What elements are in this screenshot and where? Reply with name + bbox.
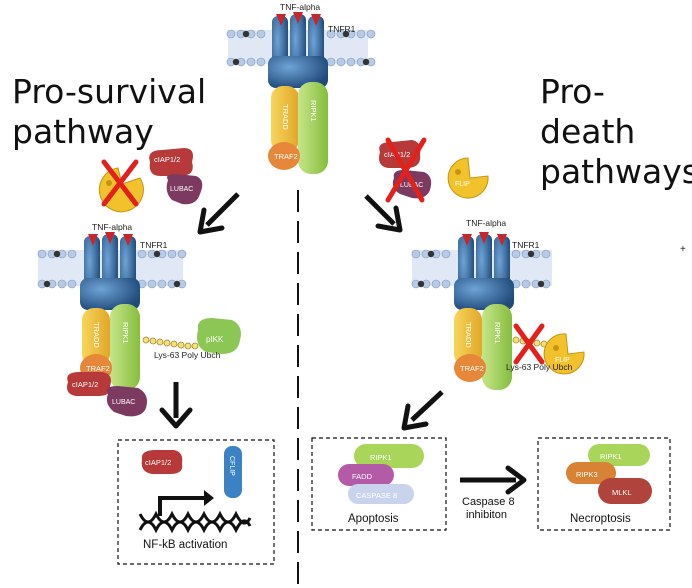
tnfr1-receptor-right xyxy=(454,234,514,310)
mlkl-label: MLKL xyxy=(612,488,632,497)
tnfr1-label-right: TNFR1 xyxy=(512,240,540,250)
traf2-protein-right xyxy=(454,354,486,382)
cflip-label: CFLIP xyxy=(228,456,235,476)
ripk1-label-right: RIPK1 xyxy=(493,322,502,344)
lubac-label-left-top: LUBAC xyxy=(170,186,193,193)
ciap-label-left: cIAP1/2 xyxy=(72,380,98,389)
receptor-complex-top: TNF-alpha TNFR1 TRADD RIPK1 TRAF2 xyxy=(226,2,376,174)
arrow-to-apoptosis xyxy=(401,390,444,431)
lubac-protein-left xyxy=(106,386,147,417)
tnf-alpha-label-right: TNF-alpha xyxy=(466,218,506,228)
cross-icon xyxy=(101,159,139,207)
arrow-to-prosurvival xyxy=(197,192,240,235)
tnf-alpha-label-top: TNF-alpha xyxy=(280,2,320,12)
tnfr1-label-left: TNFR1 xyxy=(140,240,168,250)
tnfr1-receptor-left xyxy=(80,234,140,310)
ripk1-protein-necroptosis xyxy=(588,444,650,466)
fadd-label: FADD xyxy=(352,472,373,481)
ciap-protein-left-top: cIAP1/2 xyxy=(149,148,193,176)
receptor-complex-left: TNF-alpha TNFR1 TRADD RIPK1 TRAF2 cIAP1/… xyxy=(37,222,241,417)
necroptosis-box: RIPK1 RIPK3 MLKL Necroptosis xyxy=(537,437,671,531)
edge-mark: + xyxy=(680,244,686,255)
ciap-protein-nfkb xyxy=(141,450,183,474)
tradd-label-left: TRADD xyxy=(92,322,101,348)
nfkb-activation-label: NF-kB activation xyxy=(143,539,227,551)
apoptosis-label: Apoptosis xyxy=(348,513,399,525)
arrow-to-necroptosis xyxy=(460,465,527,495)
cross-icon xyxy=(385,137,427,203)
lubac-protein-left-top: LUBAC xyxy=(166,174,203,205)
tnf-alpha-ligand-left xyxy=(88,232,133,246)
tnfr1-receptor-top xyxy=(268,14,328,88)
traf2-label-top: TRAF2 xyxy=(274,152,298,161)
lys63-label-left: Lys-63 Poly Ubch xyxy=(154,350,221,360)
ciap-label-left-top: cIAP1/2 xyxy=(154,155,180,164)
ripk1-protein-apoptosis xyxy=(354,444,424,468)
flip-crossed-left xyxy=(98,159,144,213)
lys63-label-right: Lys-63 Poly Ubch xyxy=(506,362,573,372)
tradd-protein-top xyxy=(271,86,299,152)
arrow-to-prodeath xyxy=(364,194,403,233)
caspase8-protein xyxy=(348,484,414,504)
ripk1-label-left: RIPK1 xyxy=(121,322,130,344)
ubiquitin-chain-left xyxy=(142,336,199,350)
fadd-protein xyxy=(338,464,394,486)
ciap-protein-left xyxy=(67,372,111,396)
tnf-alpha-label-left: TNF-alpha xyxy=(92,222,132,232)
ripk3-label: RIPK3 xyxy=(576,470,598,479)
caspase8-inhibition-label-2: inhibiton xyxy=(466,509,507,521)
receptor-complex-right: TNF-alpha TNFR1 TRADD RIPK1 TRAF2 FLIP L… xyxy=(411,218,585,390)
ripk1-protein-right xyxy=(482,304,512,390)
ripk1-label-top: RIPK1 xyxy=(309,100,318,122)
flip-label-right-top: FLIP xyxy=(455,181,470,188)
ripk1-protein-top xyxy=(298,82,328,174)
dna-helix xyxy=(138,510,252,534)
apoptosis-box: RIPK1 FADD CASPASE 8 Apoptosis xyxy=(311,437,447,531)
flip-label-right: FLIP xyxy=(555,357,570,364)
tradd-protein-right xyxy=(454,308,482,366)
tradd-label-right: TRADD xyxy=(464,322,473,348)
promoter-arrow xyxy=(158,496,208,516)
nfkb-box: cIAP1/2 CFLIP NF-kB activation xyxy=(117,439,275,565)
pro-survival-heading-line2: pathway xyxy=(12,112,154,151)
ripk1-label-apoptosis: RIPK1 xyxy=(370,453,392,462)
pro-survival-heading-line1: Pro-survival xyxy=(12,72,207,111)
pikk-label: pIKK xyxy=(206,335,224,344)
ripk1-label-necroptosis: RIPK1 xyxy=(600,452,622,461)
arrow-to-nfkb xyxy=(159,382,193,429)
ripk1-protein-left xyxy=(110,304,140,390)
traf2-protein-top xyxy=(268,142,300,170)
tradd-protein-left xyxy=(82,308,110,366)
pro-death-heading-line1: Pro-death xyxy=(540,72,636,151)
mlkl-protein xyxy=(598,478,652,504)
cross-icon xyxy=(513,323,545,365)
pro-death-heading-line2: pathways xyxy=(540,152,692,191)
lubac-label-left: LUBAC xyxy=(112,399,135,406)
tnfr1-label-top: TNFR1 xyxy=(328,24,356,34)
caspase8-label: CASPASE 8 xyxy=(356,491,397,500)
tnf-alpha-ligand-top xyxy=(276,12,321,26)
pikk-protein: pIKK xyxy=(197,318,241,354)
cflip-protein xyxy=(224,446,242,498)
traf2-label-right: TRAF2 xyxy=(460,364,484,373)
traf2-label-left: TRAF2 xyxy=(86,364,110,373)
tnf-alpha-ligand-right xyxy=(462,232,507,246)
flip-protein-right: FLIP xyxy=(543,333,585,375)
ciap-label-nfkb: cIAP1/2 xyxy=(145,458,171,467)
caspase8-inhibition-label-1: Caspase 8 xyxy=(462,496,515,508)
flip-protein-right-top: FLIP xyxy=(447,157,489,199)
pro-survival-heading: Pro-survival pathway xyxy=(12,72,206,152)
pro-death-heading: Pro-death pathways xyxy=(540,72,692,192)
ripk3-protein xyxy=(566,462,616,484)
necroptosis-label: Necroptosis xyxy=(570,513,631,525)
tradd-label-top: TRADD xyxy=(281,104,290,130)
